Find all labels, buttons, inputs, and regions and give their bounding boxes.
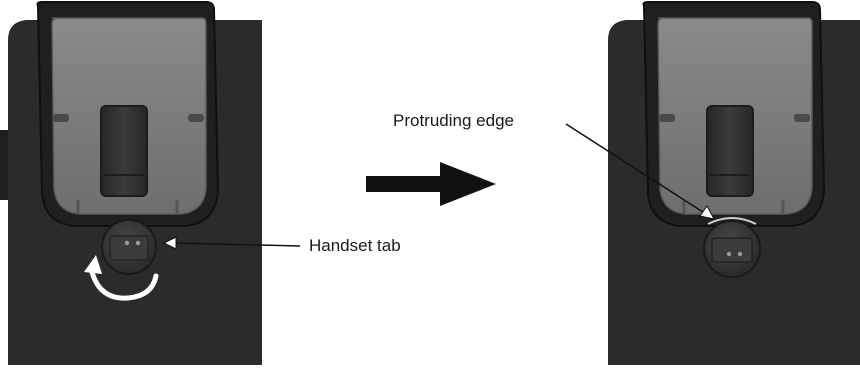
protruding-edge-pointer bbox=[565, 123, 715, 220]
right-arrow-icon bbox=[366, 162, 496, 206]
right-phone-base bbox=[608, 0, 860, 365]
protruding-edge bbox=[707, 217, 757, 225]
protruding-edge-label: Protruding edge bbox=[393, 111, 514, 130]
right-handset-tab bbox=[703, 220, 761, 278]
left-hook-switch bbox=[100, 105, 148, 197]
left-handset-tab bbox=[101, 219, 157, 275]
right-slot-notch-right bbox=[794, 114, 810, 122]
left-slot-notch-right bbox=[188, 114, 204, 122]
left-side-ridge bbox=[0, 130, 8, 200]
rotate-clockwise-arrow-icon bbox=[84, 255, 159, 301]
left-phone-base bbox=[0, 0, 262, 365]
right-slot-notch-left bbox=[659, 114, 675, 122]
right-hook-switch bbox=[706, 105, 754, 197]
handset-tab-label: Handset tab bbox=[309, 236, 401, 255]
handset-tab-pointer bbox=[162, 236, 301, 250]
left-slot-notch-left bbox=[53, 114, 69, 122]
